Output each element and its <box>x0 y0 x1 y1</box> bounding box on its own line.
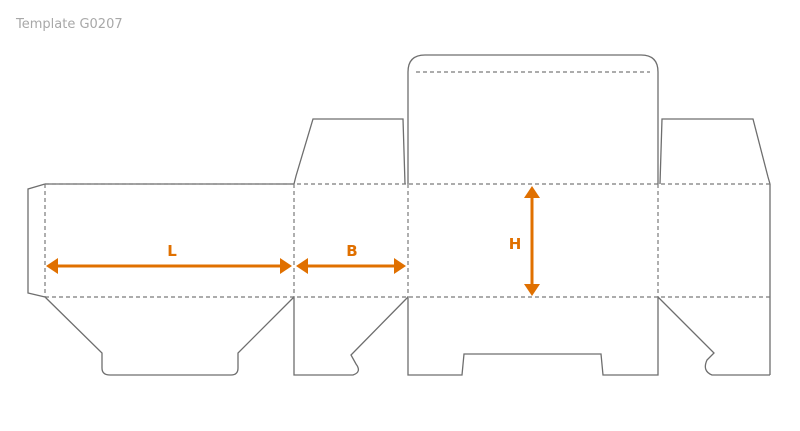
arrowhead <box>46 258 58 274</box>
arrowhead <box>524 186 540 198</box>
score-lines <box>44 71 770 298</box>
height-label: H <box>509 235 522 253</box>
breadth-arrow <box>296 258 406 274</box>
length-label: L <box>167 242 177 260</box>
cut-lines <box>27 54 771 376</box>
bottom-flap-b <box>293 296 409 376</box>
arrowhead <box>394 258 406 274</box>
height-arrow <box>524 186 540 296</box>
arrowhead <box>296 258 308 274</box>
bottom-flap-right <box>657 296 770 376</box>
bottom-flap-l <box>44 296 295 376</box>
dimension-annotations: L B H <box>46 186 540 296</box>
arrowhead <box>524 284 540 296</box>
breadth-label: B <box>346 242 357 260</box>
dust-flap-right <box>659 118 771 185</box>
length-arrow <box>46 258 292 274</box>
dust-flap-left <box>293 118 406 185</box>
top-lid <box>407 54 659 184</box>
template-title: Template G0207 <box>16 17 123 32</box>
bottom-flap-front <box>407 297 659 376</box>
glue-flap <box>27 183 46 298</box>
arrowhead <box>280 258 292 274</box>
